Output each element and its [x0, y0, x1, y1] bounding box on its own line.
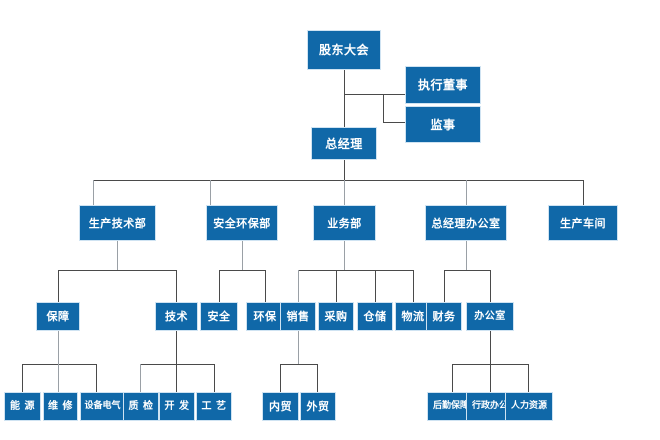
connector-drop-process — [214, 364, 215, 392]
connector-drop-finance — [444, 270, 445, 302]
connector-drop-warehousing — [375, 270, 376, 302]
node-process[interactable]: 工 艺 — [196, 392, 232, 421]
node-technology[interactable]: 技术 — [155, 302, 198, 331]
node-general-manager[interactable]: 总经理 — [311, 127, 377, 160]
connector-drop-energy — [22, 364, 23, 392]
connector-drop-workshop — [583, 180, 584, 205]
connector-drop-development — [176, 364, 177, 392]
connector-drop-environment — [265, 270, 266, 302]
node-office[interactable]: 办公室 — [466, 302, 514, 331]
connector-support-down — [58, 331, 59, 364]
connector-support-bus — [22, 364, 96, 365]
connector-drop-sales — [298, 270, 299, 302]
node-environment[interactable]: 环保 — [246, 302, 284, 331]
connector-drop-office — [490, 270, 491, 302]
node-gm-office[interactable]: 总经理办公室 — [425, 205, 507, 241]
connector-drop-human-resources — [528, 364, 529, 392]
connector-drop-business — [344, 180, 345, 205]
node-purchasing[interactable]: 采购 — [318, 302, 354, 331]
connector-technology-bus — [140, 364, 214, 365]
connector-gm-down — [344, 160, 345, 180]
node-logistics[interactable]: 物流 — [395, 302, 431, 331]
connector-office-down — [490, 331, 491, 364]
node-support[interactable]: 保障 — [36, 302, 80, 331]
connector-sales-bus — [280, 364, 317, 365]
connector-drop-foreign-trade — [317, 364, 318, 392]
connector-drop-admin-office — [490, 364, 491, 392]
connector-shareholders-down — [344, 70, 345, 94]
node-sales[interactable]: 销售 — [280, 302, 316, 331]
connector-drop-support — [58, 270, 59, 302]
connector-drop-purchasing — [336, 270, 337, 302]
connector-drop-quality-inspection — [140, 364, 141, 392]
connector-safety-env-down — [242, 241, 243, 270]
node-business-dept[interactable]: 业务部 — [313, 205, 376, 241]
connector-production-tech-bus — [58, 270, 176, 271]
connector-to-executive-director — [344, 94, 405, 95]
connector-gm-office-down — [466, 241, 467, 270]
connector-shareholders-to-gm — [344, 94, 345, 127]
node-supervisor[interactable]: 监事 — [405, 106, 481, 143]
connector-gm-office-bus — [444, 270, 490, 271]
node-shareholders-meeting[interactable]: 股东大会 — [307, 30, 381, 70]
node-safety[interactable]: 安全 — [200, 302, 238, 331]
connector-sales-down — [298, 331, 299, 364]
connector-technology-down — [176, 331, 177, 364]
connector-drop-gm-office — [466, 180, 467, 205]
connector-drop-safety-env — [210, 180, 211, 205]
node-executive-director[interactable]: 执行董事 — [405, 66, 481, 104]
node-production-workshop[interactable]: 生产车间 — [548, 205, 618, 241]
node-equipment-electric[interactable]: 设备电气 — [80, 392, 125, 421]
node-foreign-trade[interactable]: 外贸 — [300, 392, 336, 421]
node-production-tech-dept[interactable]: 生产技术部 — [79, 205, 156, 241]
node-development[interactable]: 开 发 — [159, 392, 195, 421]
connector-drop-maintenance — [58, 364, 59, 392]
connector-supervisor-drop — [383, 94, 384, 122]
connector-drop-production-tech — [93, 180, 94, 205]
node-finance[interactable]: 财务 — [426, 302, 462, 331]
connector-business-bus — [298, 270, 413, 271]
connector-drop-safety — [219, 270, 220, 302]
connector-drop-logistics — [413, 270, 414, 302]
connector-business-down — [344, 241, 345, 270]
node-human-resources[interactable]: 人力资源 — [505, 392, 553, 421]
connector-safety-env-bus — [219, 270, 265, 271]
connector-production-tech-down — [117, 241, 118, 270]
node-energy[interactable]: 能 源 — [4, 392, 41, 421]
connector-drop-technology — [176, 270, 177, 302]
connector-level2-bus — [93, 180, 583, 181]
node-domestic-trade[interactable]: 内贸 — [262, 392, 299, 421]
node-quality-inspection[interactable]: 质 检 — [123, 392, 159, 421]
connector-to-supervisor — [383, 122, 405, 123]
connector-drop-logistics-support — [452, 364, 453, 392]
connector-drop-equipment-electric — [96, 364, 97, 392]
node-maintenance[interactable]: 维 修 — [43, 392, 78, 421]
node-warehousing[interactable]: 仓储 — [357, 302, 393, 331]
node-safety-env-dept[interactable]: 安全环保部 — [206, 205, 278, 241]
connector-drop-domestic-trade — [280, 364, 281, 392]
